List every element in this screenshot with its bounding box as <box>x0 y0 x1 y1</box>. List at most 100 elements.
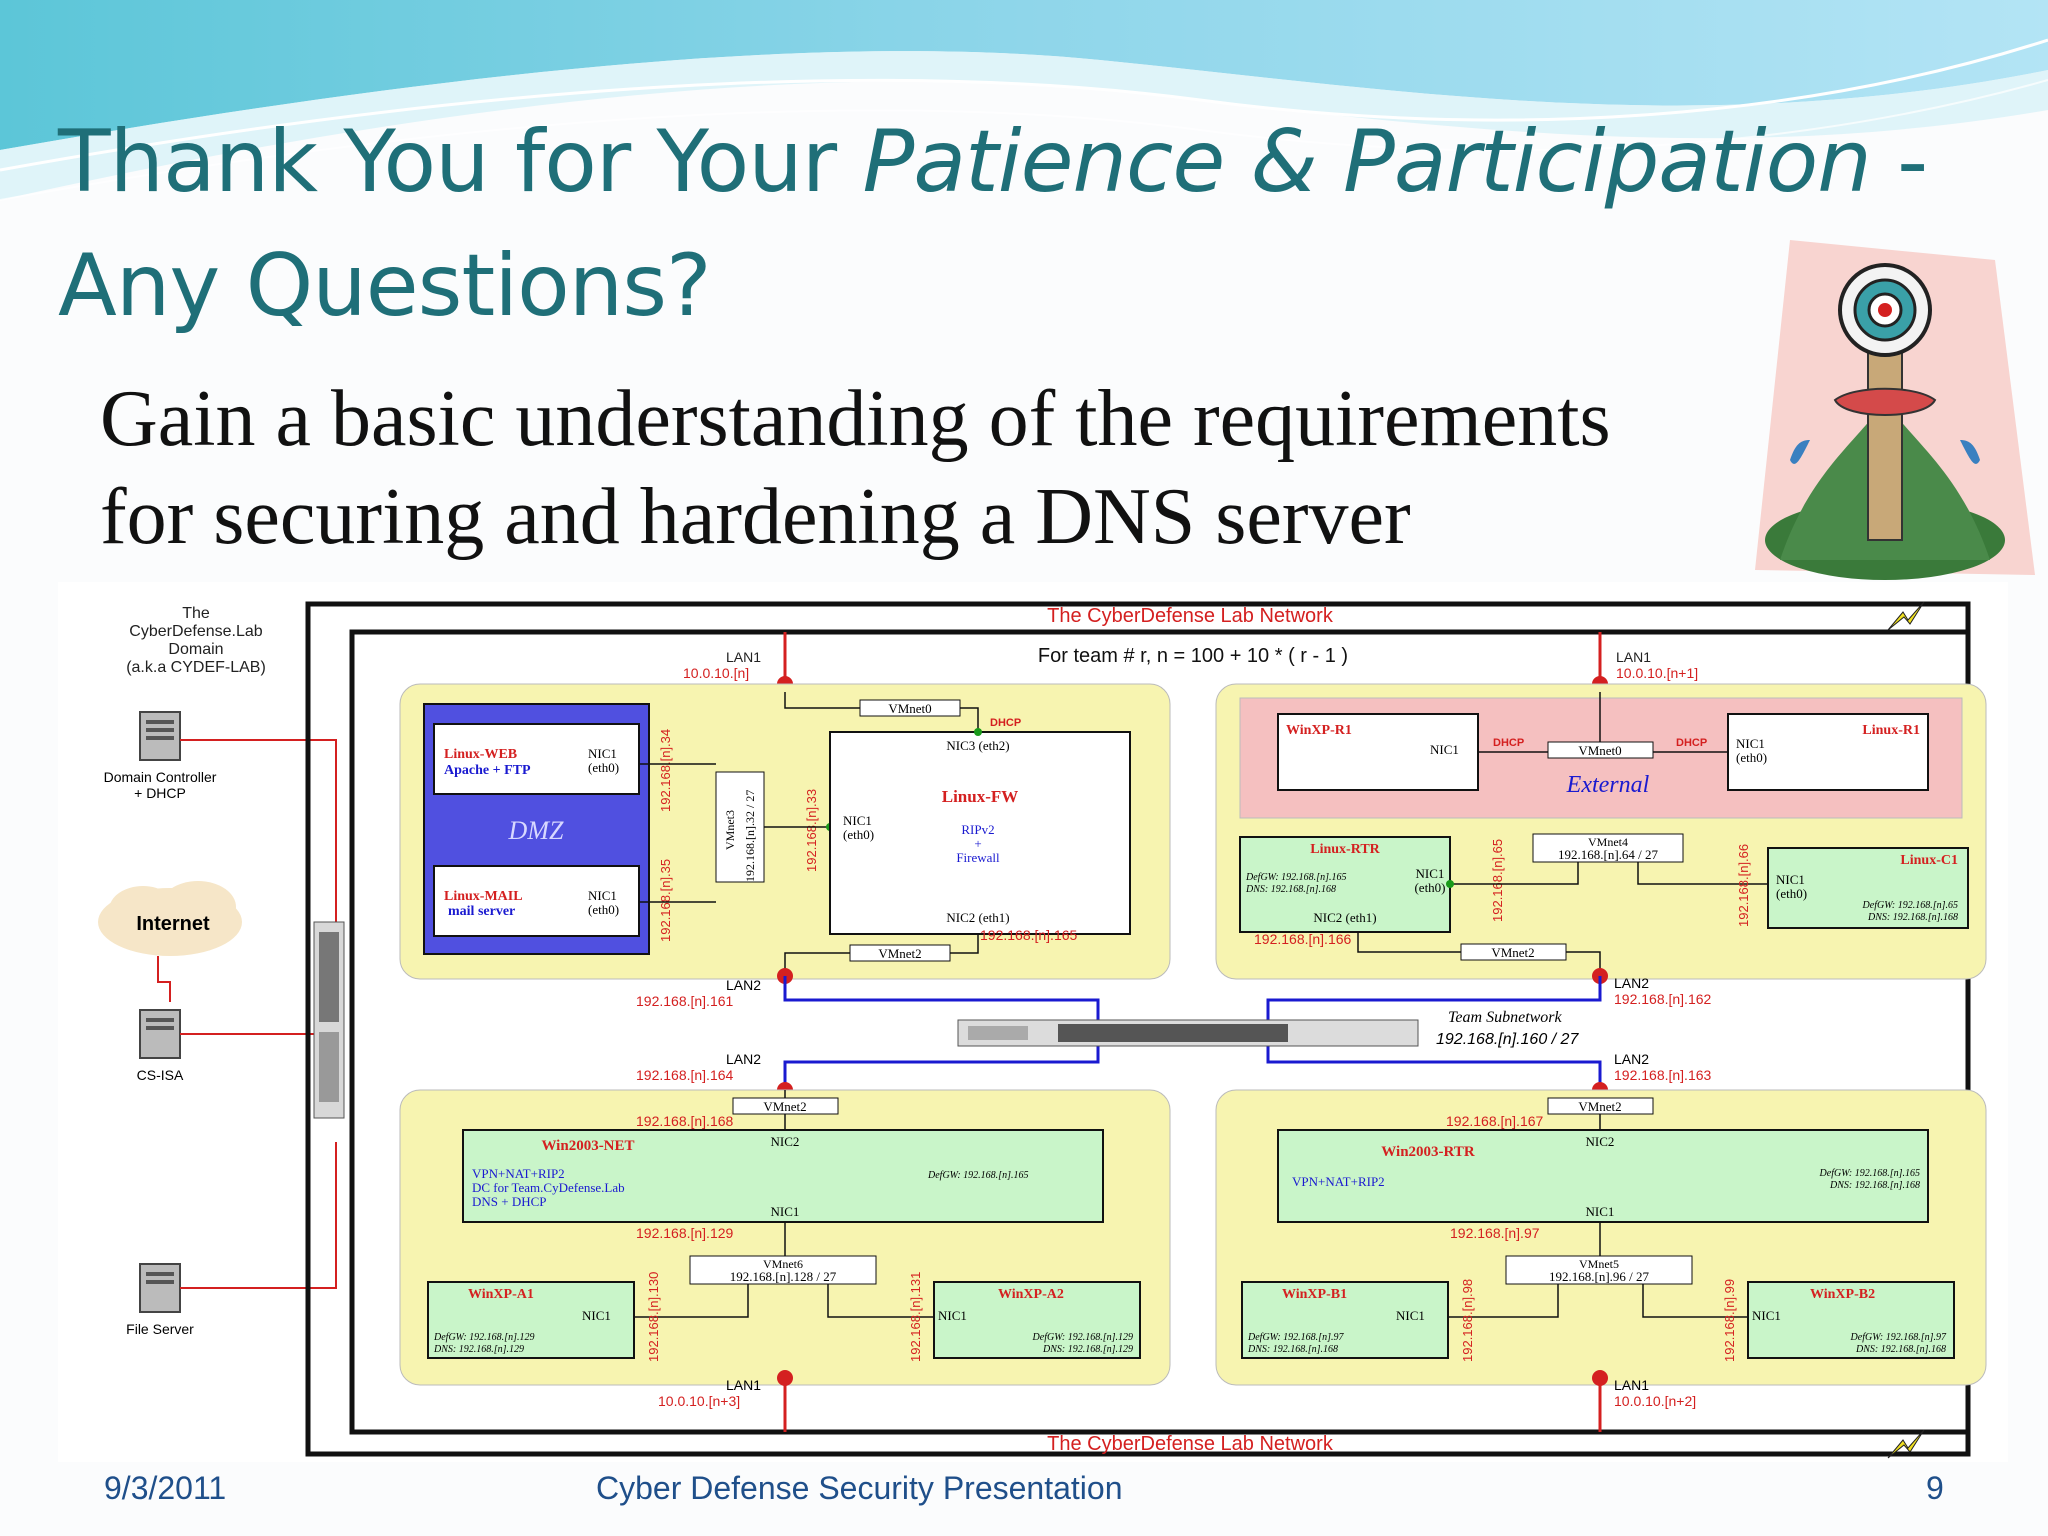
win-rtr-line: VPN+NAT+RIP2 <box>1292 1174 1385 1189</box>
linux-web-nic: NIC1 <box>588 746 617 761</box>
fw-vmnet0: VMnet0 <box>888 701 931 716</box>
lan2-left-top-ip: 192.168.[n].161 <box>636 993 734 1009</box>
team-formula: For team # r, n = 100 + 10 * ( r - 1 ) <box>1038 645 1348 667</box>
winxp-a2-box[interactable] <box>933 1281 1141 1359</box>
external-label: External <box>1566 772 1650 798</box>
net-ip168: 192.168.[n].168 <box>636 1113 734 1129</box>
rtr2-ip167: 192.168.[n].167 <box>1446 1113 1544 1129</box>
rtr-vmnet2: VMnet2 <box>1491 945 1534 960</box>
dmz-ip-mail: 192.168.[n].35 <box>658 859 673 942</box>
linux-rtr-ip166: 192.168.[n].166 <box>1254 931 1352 947</box>
winxp-a1-box[interactable] <box>427 1281 635 1359</box>
linux-r1-eth: (eth0) <box>1736 750 1767 765</box>
linux-rtr-ip65: 192.168.[n].65 <box>1490 839 1505 922</box>
ext-vmnet0: VMnet0 <box>1578 743 1621 758</box>
win-net-line3: DNS + DHCP <box>472 1194 547 1209</box>
winxp-b2-dns: DNS: 192.168.[n].168 <box>1855 1344 1946 1355</box>
dc-label-2: + DHCP <box>134 785 186 801</box>
win-rtr-name: Win2003-RTR <box>1381 1144 1475 1160</box>
winxp-a1-nic: NIC1 <box>582 1308 611 1323</box>
lan1-bottom-right-ip: 10.0.10.[n+2] <box>1614 1393 1696 1409</box>
linux-web-desc: Apache + FTP <box>444 763 531 778</box>
fw-name: Linux-FW <box>942 787 1019 806</box>
winxp-b2-box[interactable] <box>1747 1281 1955 1359</box>
winxp-a1-name: WinXP-A1 <box>468 1287 534 1302</box>
winxp-a1-defgw: DefGW: 192.168.[n].129 <box>433 1332 534 1343</box>
linux-c1-box[interactable] <box>1767 847 1969 929</box>
linux-rtr-nic1: NIC1 <box>1416 866 1445 881</box>
net-ip129: 192.168.[n].129 <box>636 1225 734 1241</box>
domain-title-3: Domain <box>168 641 223 658</box>
linux-mail-box[interactable] <box>433 865 640 937</box>
lan2-right-bottom-label: LAN2 <box>1614 1051 1649 1067</box>
vmnet4-label: VMnet4 <box>1588 835 1628 849</box>
linux-fw-box[interactable] <box>829 731 1131 935</box>
linux-c1-name: Linux-C1 <box>1900 853 1958 868</box>
winxp-r1-box[interactable] <box>1277 713 1479 791</box>
winxp-b1-box[interactable] <box>1241 1281 1449 1359</box>
subtitle-line2: for securing and hardening a DNS server <box>100 473 1411 561</box>
internet-label: Internet <box>136 913 210 935</box>
lan1-bottom-right-label: LAN1 <box>1614 1377 1649 1393</box>
winxp-b1-defgw: DefGW: 192.168.[n].97 <box>1247 1332 1344 1343</box>
domain-title-2: CyberDefense.Lab <box>129 623 263 640</box>
fw-nic2: NIC2 (eth1) <box>946 910 1009 925</box>
winxp-a1-dns: DNS: 192.168.[n].129 <box>433 1344 524 1355</box>
winxp-a2-name: WinXP-A2 <box>998 1287 1064 1302</box>
fw-nic1: NIC1 <box>843 813 872 828</box>
winxp-b1-nic: NIC1 <box>1396 1308 1425 1323</box>
file-server[interactable] <box>139 1263 181 1313</box>
header-waves <box>0 0 2048 201</box>
win-net-nic1: NIC1 <box>771 1204 800 1219</box>
title-line2: Any Questions? <box>58 236 712 336</box>
slide-subtitle: Gain a basic understanding of the requir… <box>100 370 1800 566</box>
title-italic: Patience & Participation <box>862 112 1871 212</box>
fw-dhcp: DHCP <box>990 717 1021 729</box>
fw-ip-165: 192.168.[n].165 <box>980 927 1078 943</box>
win-net-name: Win2003-NET <box>541 1138 634 1154</box>
winxp-r1-name: WinXP-R1 <box>1286 723 1352 738</box>
linux-c1-dns: DNS: 192.168.[n].168 <box>1867 912 1958 923</box>
title-part2: - <box>1870 112 1928 212</box>
linux-web-eth: (eth0) <box>588 760 619 775</box>
rtr2-ip97: 192.168.[n].97 <box>1450 1225 1540 1241</box>
lan1-top-left-label: LAN1 <box>726 649 761 665</box>
linux-web-name: Linux-WEB <box>444 747 517 762</box>
linux-mail-name: Linux-MAIL <box>444 889 523 904</box>
slide-title: Thank You for Your Patience & Participat… <box>58 100 1958 348</box>
fw-vmnet2: VMnet2 <box>878 946 921 961</box>
footer-page-number: 9 <box>1926 1470 1944 1506</box>
target-clipart <box>1755 240 2035 580</box>
dc-label-1: Domain Controller <box>104 769 217 785</box>
win2003-rtr-box[interactable] <box>1277 1129 1929 1223</box>
domain-area: The CyberDefense.Lab Domain (a.k.a CYDEF… <box>126 605 266 676</box>
linux-rtr-dns: DNS: 192.168.[n].168 <box>1245 884 1336 895</box>
lan2-left-bottom-label: LAN2 <box>726 1051 761 1067</box>
network-title-top: The CyberDefense Lab Network <box>1047 605 1334 627</box>
dmz-label: DMZ <box>508 816 564 845</box>
win2003-net-box[interactable] <box>462 1129 1104 1223</box>
vmnet5-label: VMnet5 <box>1579 1257 1619 1271</box>
domain-switch <box>313 921 345 1119</box>
winxp-a2-nic: NIC1 <box>938 1308 967 1323</box>
winxp-b2-ip: 192.168.[n].99 <box>1722 1279 1737 1362</box>
lan2-right-top-ip: 192.168.[n].162 <box>1614 991 1712 1007</box>
fw-nic3: NIC3 (eth2) <box>946 738 1009 753</box>
team-switch <box>957 1019 1419 1047</box>
team-subnet-net: 192.168.[n].160 / 27 <box>1436 1031 1579 1048</box>
linux-web-box[interactable] <box>433 723 640 795</box>
domain-controller-server[interactable] <box>139 711 181 761</box>
vmnet5-net: 192.168.[n].96 / 27 <box>1549 1269 1650 1284</box>
cs-isa-server[interactable] <box>139 1009 181 1059</box>
team-subnet-label: Team Subnetwork <box>1448 1009 1563 1026</box>
fw-eth0: (eth0) <box>843 827 874 842</box>
vmnet5-box <box>1505 1255 1693 1285</box>
win-rtr-defgw: DefGW: 192.168.[n].165 <box>1819 1168 1920 1179</box>
network-title-bottom: The CyberDefense Lab Network <box>1047 1433 1334 1455</box>
linux-r1-box[interactable] <box>1727 713 1929 791</box>
footer-date: 9/3/2011 <box>104 1470 227 1506</box>
winxp-a2-defgw: DefGW: 192.168.[n].129 <box>1032 1332 1133 1343</box>
network-diagram: The CyberDefense.Lab Domain (a.k.a CYDEF… <box>58 582 2008 1462</box>
winxp-r1-nic: NIC1 <box>1430 742 1459 757</box>
